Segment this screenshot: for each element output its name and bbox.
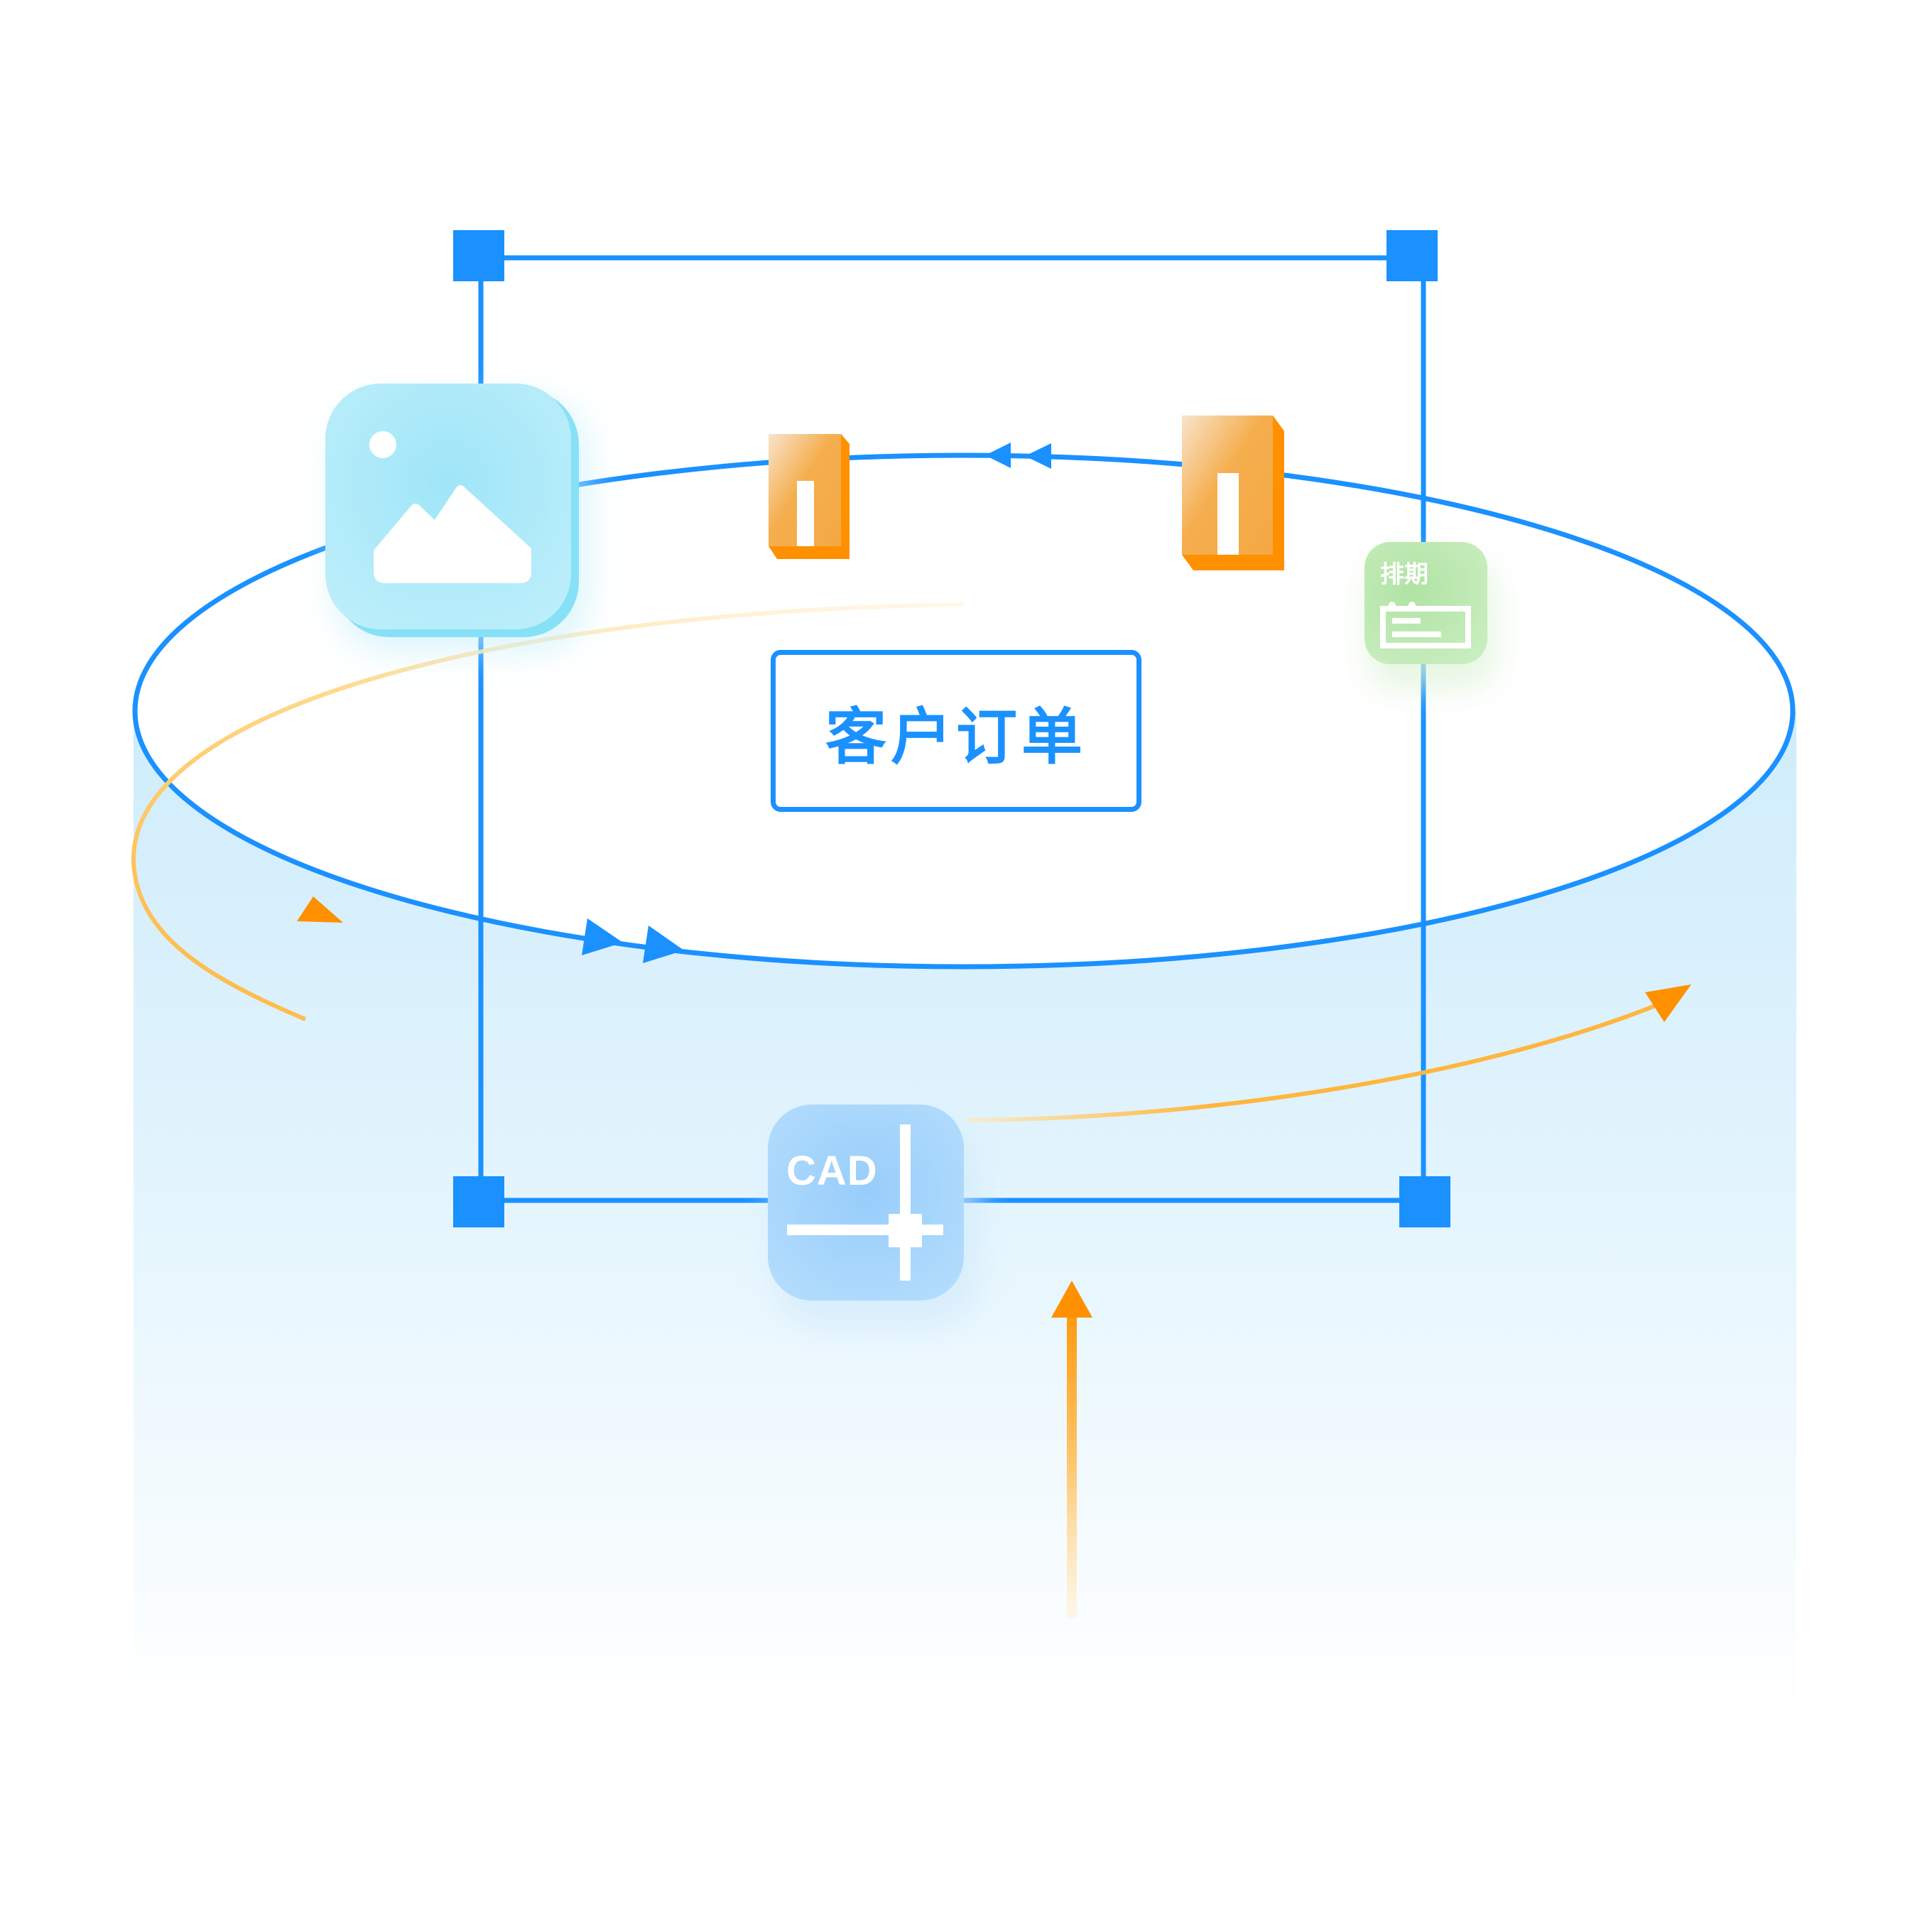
cad-tile[interactable] — [768, 1105, 980, 1328]
orange-flow-arc-right — [965, 1001, 1664, 1122]
orange-flow-arc-left — [131, 602, 965, 1021]
schedule-tile[interactable] — [1364, 542, 1495, 689]
orange-arrowhead-right — [1645, 984, 1691, 1022]
orange-vertical-shaft — [1067, 1318, 1077, 1618]
flow-arrow-right-2 — [643, 926, 684, 963]
orange-block-small-icon[interactable] — [769, 434, 850, 559]
frame-handle-bottom-left[interactable] — [453, 1176, 504, 1227]
block-small-side — [769, 434, 850, 559]
calendar-schedule-icon — [1380, 606, 1471, 648]
schedule-label: 排期 — [1380, 560, 1428, 589]
image-tile[interactable] — [325, 384, 590, 653]
flow-arrow-left-1 — [985, 443, 1011, 468]
cad-tile-label-wrap: CAD — [768, 1105, 964, 1301]
frame-handle-top-left[interactable] — [453, 230, 504, 281]
orange-block-large-icon[interactable] — [1182, 416, 1284, 570]
cad-crosshair-icon — [787, 1124, 943, 1281]
customer-order-node[interactable]: 客户订单 — [771, 650, 1141, 812]
cad-tile-face — [768, 1105, 964, 1301]
orange-arrowhead-left — [297, 896, 343, 923]
calendar-ring-1 — [1389, 602, 1396, 609]
orange-arrowhead-up — [1051, 1281, 1092, 1318]
flow-arrow-right-1 — [582, 918, 623, 955]
frame-handle-bottom-right[interactable] — [1399, 1176, 1450, 1227]
block-large-slot — [1217, 473, 1239, 555]
frame-handle-top-right[interactable] — [1386, 230, 1438, 281]
flow-arrow-left-2 — [1025, 443, 1051, 469]
cad-label: CAD — [786, 1148, 878, 1194]
calendar-ring-2 — [1409, 602, 1416, 609]
block-large-side — [1182, 416, 1284, 570]
customer-order-label: 客户订单 — [825, 701, 1087, 773]
schedule-tile-label-wrap: 排期 — [1364, 542, 1487, 664]
flow-ellipse — [132, 452, 1796, 970]
block-small-slot — [797, 481, 814, 546]
image-icon — [369, 431, 531, 583]
